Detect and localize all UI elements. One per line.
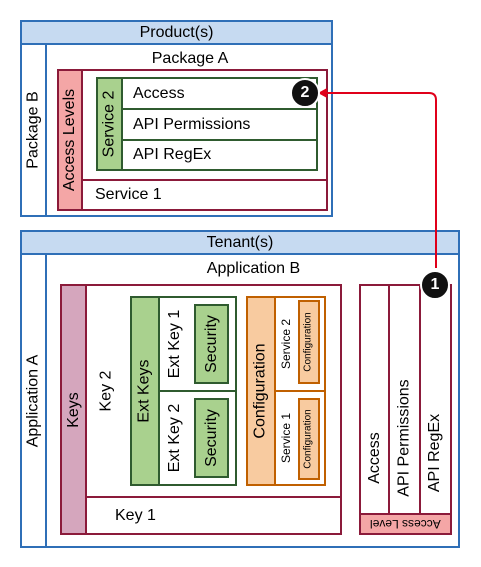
configuration-bar: Configuration <box>246 296 276 486</box>
security-box-1: Security <box>194 304 229 384</box>
products-title: Product(s) <box>139 23 214 41</box>
ext-key2-label: Ext Key 2 <box>166 403 184 473</box>
access-level-label: Access Level <box>370 517 441 531</box>
key1-row: Key 1 <box>85 496 342 535</box>
security-box-2: Security <box>194 398 229 478</box>
badge-1: 1 <box>420 270 450 300</box>
keys-label: Keys <box>64 391 82 428</box>
config-service2-label: Service 2 <box>279 318 293 370</box>
package-b-label: Package B <box>24 91 42 169</box>
configuration-label: Configuration <box>252 343 270 439</box>
access-row: Access <box>121 77 318 110</box>
config-box-service2: Configuration <box>298 300 320 384</box>
package-a-label: Package A <box>151 50 229 67</box>
access-col-label: Access <box>365 431 383 484</box>
application-b-label: Application B <box>206 260 301 277</box>
service1-row: Service 1 <box>81 179 328 211</box>
ext-keys-label: Ext Keys <box>136 359 154 423</box>
config-box-service2-label: Configuration <box>303 312 315 372</box>
config-service1-label: Service 1 <box>279 412 293 464</box>
access-row-label: Access <box>133 84 185 102</box>
service1-label: Service 1 <box>95 186 162 203</box>
security-label-2: Security <box>202 409 220 467</box>
application-a-label: Application A <box>24 354 42 447</box>
api-regex-col-label: API RegEx <box>426 413 444 492</box>
api-permissions-row: API Permissions <box>121 108 318 141</box>
api-regex-row-label: API RegEx <box>133 146 212 163</box>
service2-label: Service 2 <box>100 90 118 158</box>
badge-2-label: 2 <box>300 84 310 101</box>
config-box-service1-label: Configuration <box>303 409 315 469</box>
application-a-strip <box>20 253 47 548</box>
tenants-header: Tenant(s) <box>20 230 460 255</box>
api-regex-col <box>419 284 452 515</box>
service2-bar: Service 2 <box>96 77 123 171</box>
key1-label: Key 1 <box>115 506 156 524</box>
access-levels-bar: Access Levels <box>57 69 83 211</box>
access-levels-label: Access Levels <box>61 88 79 192</box>
access-level-bar: Access Level <box>359 513 452 535</box>
badge-1-label: 1 <box>430 276 440 293</box>
tenants-title: Tenant(s) <box>206 233 274 251</box>
keys-bar: Keys <box>60 284 87 535</box>
config-box-service1: Configuration <box>298 398 320 480</box>
products-header: Product(s) <box>20 20 333 45</box>
ext-keys-bar: Ext Keys <box>130 296 160 486</box>
security-label-1: Security <box>202 315 220 373</box>
package-b-strip <box>20 43 47 217</box>
api-regex-row: API RegEx <box>121 139 318 171</box>
api-permissions-row-label: API Permissions <box>133 115 251 133</box>
api-permissions-col-label: API Permissions <box>395 378 413 497</box>
ext-key1-label: Ext Key 1 <box>166 309 184 379</box>
key2-label: Key 2 <box>97 370 115 412</box>
badge-2: 2 <box>290 78 320 108</box>
